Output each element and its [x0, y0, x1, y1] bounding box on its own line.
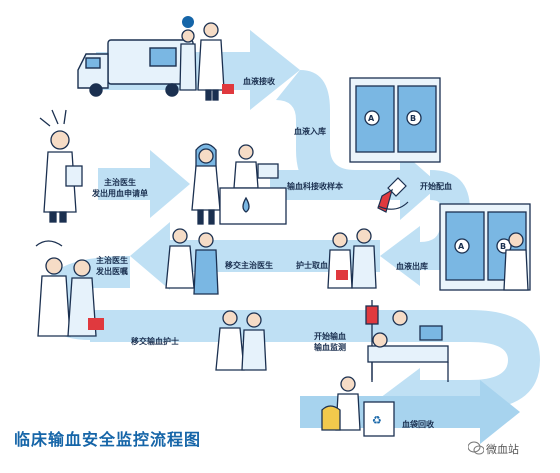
step-sample-receive: 输血科接收样本 — [287, 182, 343, 191]
flow-arrow-2b — [270, 170, 400, 200]
step-blood-out: 血液出库 — [396, 262, 428, 271]
test-tube-icon — [377, 177, 409, 213]
svg-text:A: A — [458, 242, 465, 251]
svg-text:♻: ♻ — [372, 414, 382, 427]
svg-text:B: B — [500, 242, 506, 251]
doctor-figure-icon — [215, 310, 267, 371]
blood-truck-icon — [77, 39, 194, 97]
nurse-figure-icon — [327, 228, 377, 289]
step-transfer-doctor: 移交主治医生 — [225, 261, 273, 270]
blood-fridge-icon: A B — [439, 203, 531, 291]
step-doctor-order: 主治医生 发出医嘱 — [96, 255, 128, 277]
doctor-figure-icon — [165, 228, 219, 295]
step-start-monitor: 开始输血 输血监测 — [314, 331, 346, 353]
patient-bed-icon — [365, 300, 449, 382]
step-blood-storage: 血液入库 — [294, 127, 326, 136]
doctor-figure-icon — [39, 109, 83, 223]
recycle-bin-icon: ♻ — [321, 376, 395, 437]
step-transfer-nurse: 移交输血护士 — [131, 337, 179, 346]
watermark-text: 微血站 — [486, 443, 519, 456]
svg-text:B: B — [410, 114, 416, 123]
step-start-monitor-line2: 输血监测 — [314, 343, 346, 352]
flow-arrow-2 — [98, 150, 190, 218]
doctor-figure-icon — [179, 16, 234, 101]
flow-arrow-1 — [96, 30, 300, 110]
nurse-figure-icon — [191, 143, 221, 225]
lab-desk-icon — [219, 144, 287, 225]
svg-text:A: A — [368, 114, 375, 123]
step-doctor-order-line1: 主治医生 — [96, 256, 128, 265]
flow-arrow-4 — [130, 222, 380, 290]
step-blood-receive: 血液接收 — [243, 77, 275, 86]
step-doctor-order-line2: 发出医嘱 — [96, 267, 128, 276]
step-bag-recycle: 血袋回收 — [402, 420, 434, 429]
step-start-match: 开始配血 — [420, 182, 452, 191]
step-start-monitor-line1: 开始输血 — [314, 332, 346, 341]
doctor-figure-icon — [35, 240, 104, 337]
step-doctor-apply-line2: 发出用血申请单 — [92, 189, 148, 198]
blood-fridge-icon: A B — [349, 77, 441, 163]
page-title: 临床输血安全监控流程图 — [14, 430, 202, 449]
step-doctor-apply: 主治医生 发出用血申请单 — [92, 177, 148, 199]
step-doctor-apply-line1: 主治医生 — [104, 178, 136, 187]
blood-drop-icon — [242, 196, 250, 213]
wechat-icon — [468, 441, 484, 455]
step-nurse-fetch: 护士取血 — [296, 261, 328, 270]
